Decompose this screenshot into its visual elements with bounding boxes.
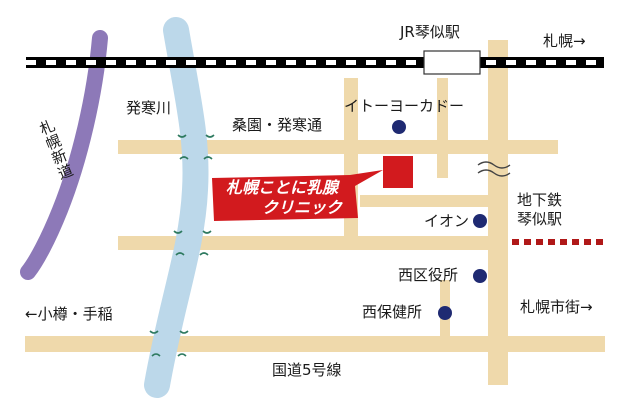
road-mid-lower (118, 236, 508, 250)
bridge (173, 230, 212, 256)
station-box (423, 50, 481, 75)
bridge (149, 330, 189, 357)
label-clinic-line1: 札幌ことに乳腺 (226, 178, 339, 197)
aeon-dot (473, 214, 487, 228)
label-aeon: イオン (424, 212, 470, 230)
nishi-health-center-dot (438, 306, 452, 320)
road-break-mark (477, 161, 511, 177)
road-mid-upper (360, 195, 500, 207)
ito-yokado-dot (392, 120, 406, 134)
bridges (149, 134, 215, 357)
label-route5: 国道5号線 (272, 361, 342, 379)
road-v-upper (437, 78, 448, 178)
label-to-sapporo-top: 札幌→ (543, 32, 586, 50)
jr-railway (26, 50, 604, 75)
label-nishi-health-center: 西保健所 (362, 303, 423, 321)
label-nishi-ward-office: 西区役所 (398, 266, 459, 284)
hassamu-river (144, 17, 209, 398)
nishi-ward-office-dot (473, 269, 487, 283)
label-subway: 地下鉄 (517, 191, 563, 209)
label-jr-kotoni-station: JR琴似駅 (400, 23, 460, 41)
label-otaru-teine: ←小樽・手稲 (25, 305, 113, 323)
label-to-sapporo-city: 札幌市街→ (520, 298, 593, 316)
label-ito-yokado: イトーヨーカドー (344, 97, 465, 115)
label-clinic-line2: クリニック (262, 198, 343, 217)
label-subway-kotoni-station: 琴似駅 (517, 210, 563, 228)
road-v-main (488, 40, 508, 385)
clinic-callout (212, 170, 383, 221)
clinic-building (383, 156, 413, 188)
road-sapporo-shindo (20, 30, 108, 280)
label-soen-hassamu-street: 桑園・発寒通 (232, 116, 323, 134)
road-route5 (25, 336, 605, 352)
label-hassamu-river: 発寒川 (126, 99, 172, 117)
bridge (177, 134, 215, 160)
